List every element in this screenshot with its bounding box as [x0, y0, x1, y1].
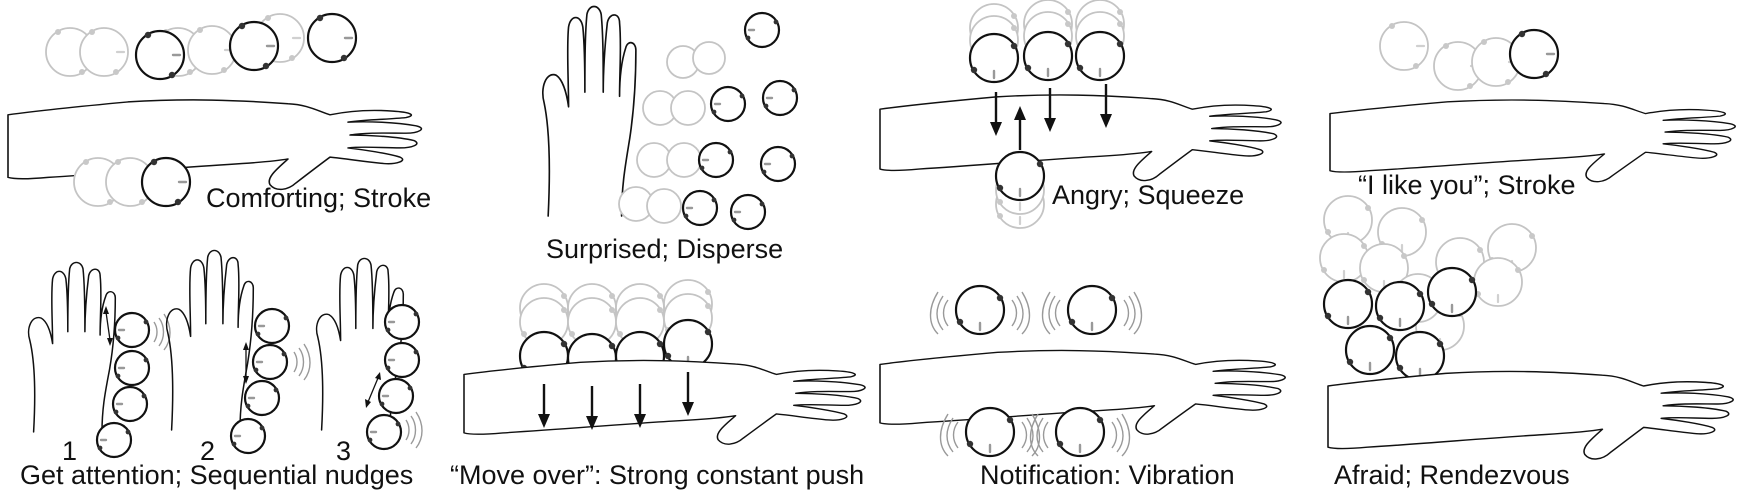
caption-afraid: Afraid; Rendezvous [1334, 460, 1570, 490]
panel-angry: Angry; Squeeze [879, 0, 1282, 230]
caption-surprised: Surprised; Disperse [546, 234, 783, 264]
panel-comforting: Comforting; Stroke [7, 12, 431, 213]
caption-angry: Angry; Squeeze [1052, 180, 1244, 210]
caption-like: “I like you”; Stroke [1358, 170, 1576, 200]
caption-move-over: “Move over”: Strong constant push [450, 460, 864, 490]
step-number-1: 1 [62, 436, 77, 466]
panel-notification: Notification: Vibration [879, 284, 1286, 490]
panel-attention: 1 2 3 Get attention; Sequential nudges [20, 249, 423, 490]
caption-attention: Get attention; Sequential nudges [20, 460, 413, 490]
step-number-3: 3 [336, 436, 351, 466]
step-number-2: 2 [200, 436, 215, 466]
panel-afraid: Afraid; Rendezvous [1318, 194, 1734, 490]
panel-like: “I like you”; Stroke [1329, 20, 1736, 200]
caption-comforting: Comforting; Stroke [206, 183, 431, 213]
panel-move-over: “Move over”: Strong constant push [450, 278, 866, 490]
panel-surprised: Surprised; Disperse [541, 5, 799, 264]
caption-notification: Notification: Vibration [980, 460, 1235, 490]
